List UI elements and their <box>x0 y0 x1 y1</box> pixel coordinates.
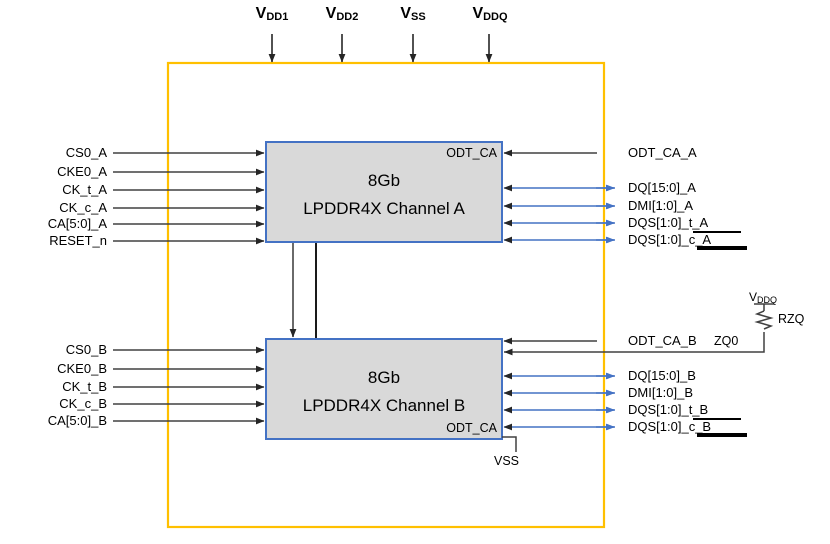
ch-b-vss-ground-label: VSS <box>494 454 520 468</box>
vdd2-sub: DD2 <box>336 11 359 23</box>
ch-a-dq-label: DQ[15:0]_A <box>628 180 696 195</box>
ch-b-input-ca: CA[5:0]_B <box>47 413 107 428</box>
ch-a-input-ck-t: CK_t_A <box>62 182 107 197</box>
ch-a-dmi-label: DMI[1:0]_A <box>628 198 694 213</box>
zq-vddq-sub: DDQ <box>757 295 778 305</box>
ch-a-dqs-c-underscore-artifact <box>697 246 747 250</box>
ch-a-input-reset: RESET_n <box>49 233 107 248</box>
package-boundary <box>166 61 606 529</box>
ch-b-input-ck-t: CK_t_B <box>62 379 107 394</box>
ch-a-dqs-t-label: DQS[1:0]_t_A <box>628 215 709 230</box>
vddq-base: V <box>472 5 484 22</box>
ch-a-input-ck-c: CK_c_A <box>59 200 107 215</box>
rzq-label: RZQ <box>778 312 805 326</box>
vss-tieoff-stub <box>502 436 517 452</box>
vss-base: V <box>400 5 411 22</box>
zq-vddq-label: VDDQ <box>749 290 778 305</box>
vdd2-base: V <box>325 5 337 22</box>
ch-b-dqs-c-underscore-artifact <box>697 433 747 437</box>
ch-b-dmi-label: DMI[1:0]_B <box>628 385 694 400</box>
vdd1-sub: DD1 <box>266 11 289 23</box>
ch-a-dqs-t-underscore-artifact <box>693 231 741 233</box>
channel-a-block <box>265 141 503 243</box>
ch-a-dqs-c-label: DQS[1:0]_c_A <box>628 232 712 247</box>
zq-vddq-base: V <box>749 290 758 304</box>
ch-b-dqs-t-underscore-artifact <box>693 418 741 420</box>
rzq-resistor-symbol <box>754 310 774 330</box>
ch-b-input-cke0: CKE0_B <box>57 361 107 376</box>
ch-b-odt-ca-b-label: ODT_CA_B <box>628 333 697 348</box>
vddq-sub: DDQ <box>483 11 508 23</box>
zq0-label: ZQ0 <box>714 334 739 348</box>
vss-sub: SS <box>410 11 426 23</box>
channel-b-block <box>265 338 503 440</box>
ch-b-dq-label: DQ[15:0]_B <box>628 368 696 383</box>
ch-b-input-cs0: CS0_B <box>65 342 107 357</box>
ch-a-odt-corner-label: ODT_CA <box>446 146 497 160</box>
vdd1-rail-label: VDD1 <box>232 5 312 23</box>
vdd1-base: V <box>255 5 267 22</box>
ch-a-input-cke0: CKE0_A <box>57 164 107 179</box>
ch-b-title-line2: LPDDR4X Channel B <box>302 396 466 415</box>
ch-b-input-ck-c: CK_c_B <box>59 396 107 411</box>
zq0-net <box>504 332 765 356</box>
vdd2-rail-label: VDD2 <box>302 5 382 23</box>
ch-a-input-ca: CA[5:0]_A <box>47 216 107 231</box>
ch-b-dqs-t-label: DQS[1:0]_t_B <box>628 402 709 417</box>
ch-a-odt-ca-a-label: ODT_CA_A <box>628 145 697 160</box>
vss-rail-label: VSS <box>376 5 450 23</box>
ch-a-title-line2: LPDDR4X Channel A <box>303 199 465 218</box>
ch-b-dqs-c-label: DQS[1:0]_c_B <box>628 419 712 434</box>
vddq-rail-label: VDDQ <box>448 5 532 23</box>
ch-b-odt-corner-label: ODT_CA <box>446 421 497 435</box>
ch-a-input-cs0: CS0_A <box>65 145 107 160</box>
ch-a-title-line1: 8Gb <box>367 171 401 190</box>
ch-b-title-line1: 8Gb <box>367 368 401 387</box>
